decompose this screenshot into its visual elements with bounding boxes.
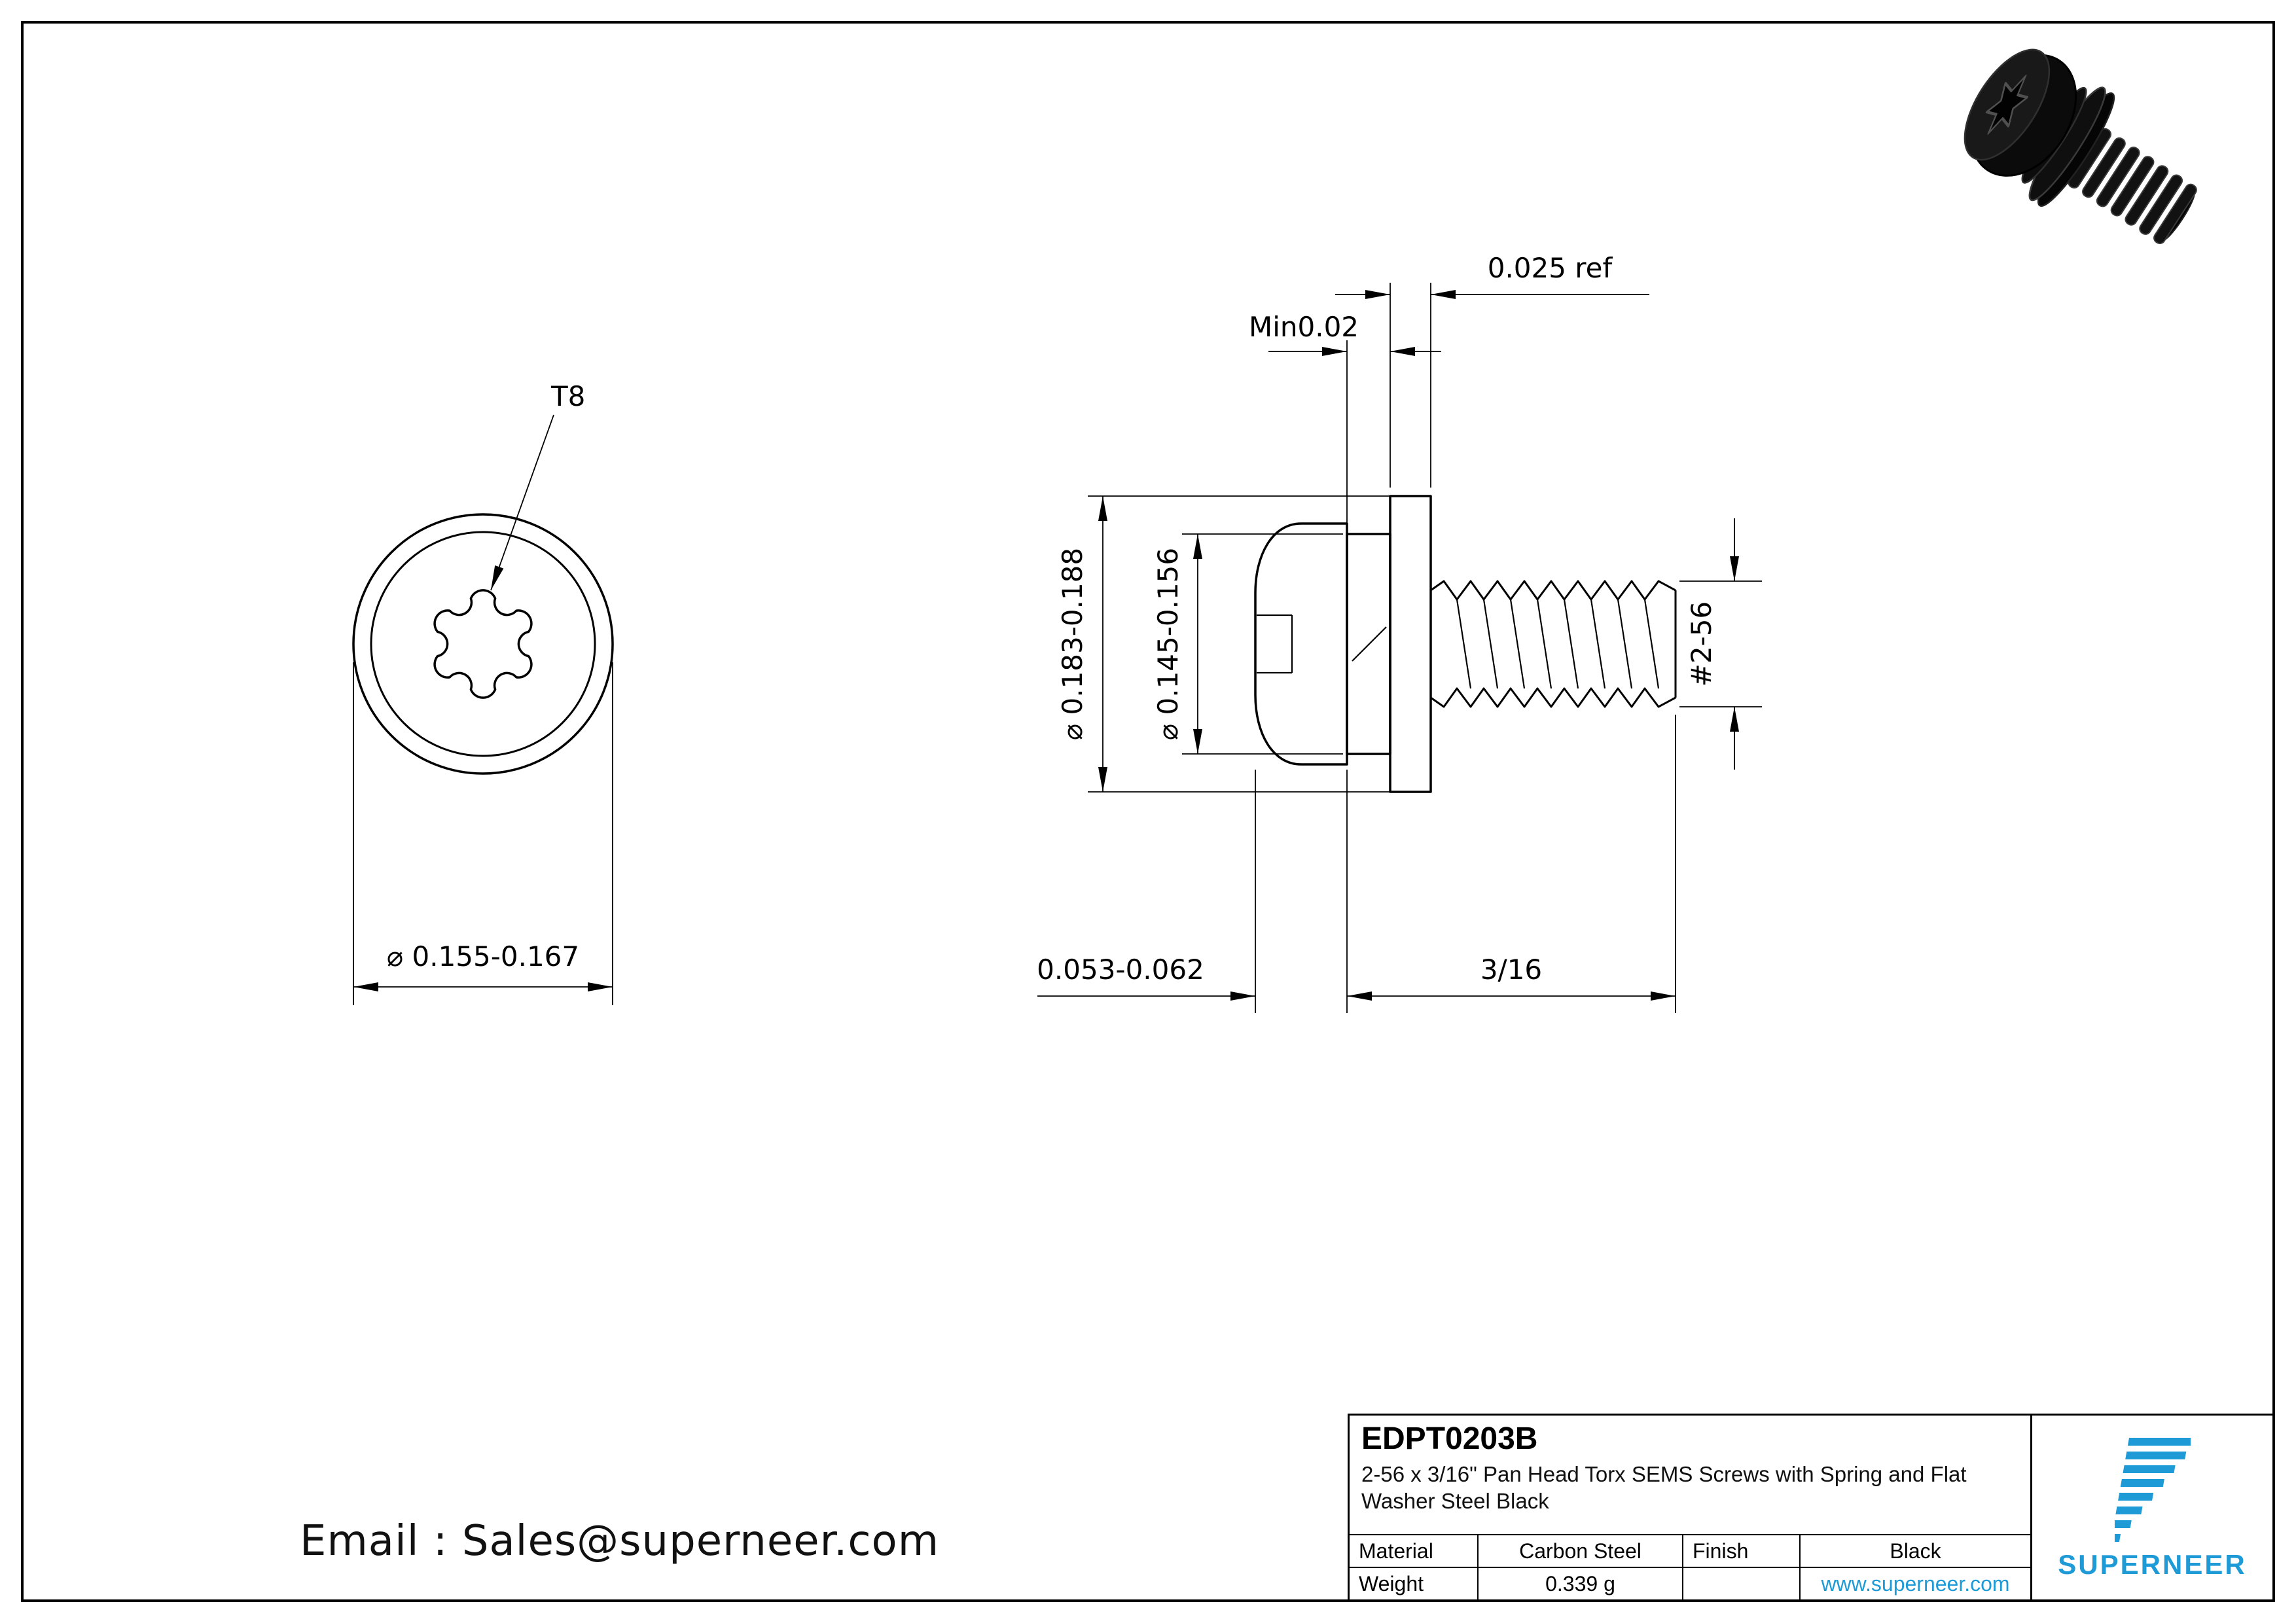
part-description-line2: Washer Steel Black [1361, 1489, 1549, 1513]
dim-head-diameter: ⌀ 0.155-0.167 [387, 940, 579, 972]
front-view: T8 ⌀ 0.155-0.167 [352, 380, 614, 1005]
part-description-line1: 2-56 x 3/16" Pan Head Torx SEMS Screws w… [1361, 1462, 1967, 1486]
torx-recess-outline [433, 589, 533, 699]
torx-drive-label: T8 [550, 380, 585, 412]
dim-thread-size: #2-56 [1685, 601, 1717, 687]
finish-label: Finish [1683, 1534, 1801, 1567]
torx-recess-3d [1985, 75, 2028, 135]
dim-spring-washer-od: ⌀ 0.145-0.156 [1152, 548, 1184, 740]
weight-label: Weight [1350, 1567, 1479, 1599]
side-view-dimensions: 0.025 ref Min0.02 ⌀ 0.183-0.188 ⌀ 0.145-… [1037, 252, 1762, 1013]
thread-bottom-profile [1430, 687, 1676, 708]
brand-name: SUPERNEER [2058, 1548, 2247, 1580]
title-block-info: EDPT0203B 2-56 x 3/16" Pan Head Torx SEM… [1350, 1416, 2030, 1599]
flat-washer [1389, 495, 1432, 793]
torx-recess-depth-lines [1257, 614, 1293, 674]
superneer-logo [2114, 1437, 2191, 1542]
empty-cell [1683, 1567, 1801, 1599]
pan-head-profile [1254, 522, 1348, 766]
part-description: 2-56 x 3/16" Pan Head Torx SEMS Screws w… [1350, 1457, 2030, 1514]
thread-ridges [2068, 128, 2197, 245]
material-label: Material [1350, 1534, 1479, 1567]
dim-head-height: 0.053-0.062 [1037, 954, 1204, 986]
sheet-border-frame [21, 21, 2275, 1602]
head-outer-circle [352, 513, 614, 775]
dim-flat-washer-thickness: 0.025 ref [1488, 252, 1613, 284]
spec-table: Material Carbon Steel Finish Black Weigh… [1350, 1534, 2030, 1599]
contact-email: Email : Sales@superneer.com [300, 1517, 940, 1565]
dim-flat-washer-od: ⌀ 0.183-0.188 [1056, 548, 1088, 740]
dim-spring-washer-thickness: Min0.02 [1249, 311, 1359, 343]
dim-thread-length: 3/16 [1480, 954, 1542, 986]
brand-panel: SUPERNEER [2030, 1416, 2272, 1599]
thread-flank-lines [1456, 599, 1660, 689]
side-view [1254, 495, 1677, 793]
material-value: Carbon Steel [1479, 1534, 1683, 1567]
thread-top-profile [1430, 580, 1676, 601]
spring-washer-split-line [1352, 626, 1387, 662]
website-link[interactable]: www.superneer.com [1801, 1567, 2030, 1599]
screw-3d-preview [1964, 48, 2197, 245]
finish-value: Black [1801, 1534, 2030, 1567]
title-block: EDPT0203B 2-56 x 3/16" Pan Head Torx SEM… [1348, 1414, 2272, 1599]
weight-value: 0.339 g [1479, 1567, 1683, 1599]
part-number: EDPT0203B [1361, 1421, 1538, 1456]
head-inner-circle [370, 531, 596, 757]
torx-leader-line [490, 414, 554, 591]
